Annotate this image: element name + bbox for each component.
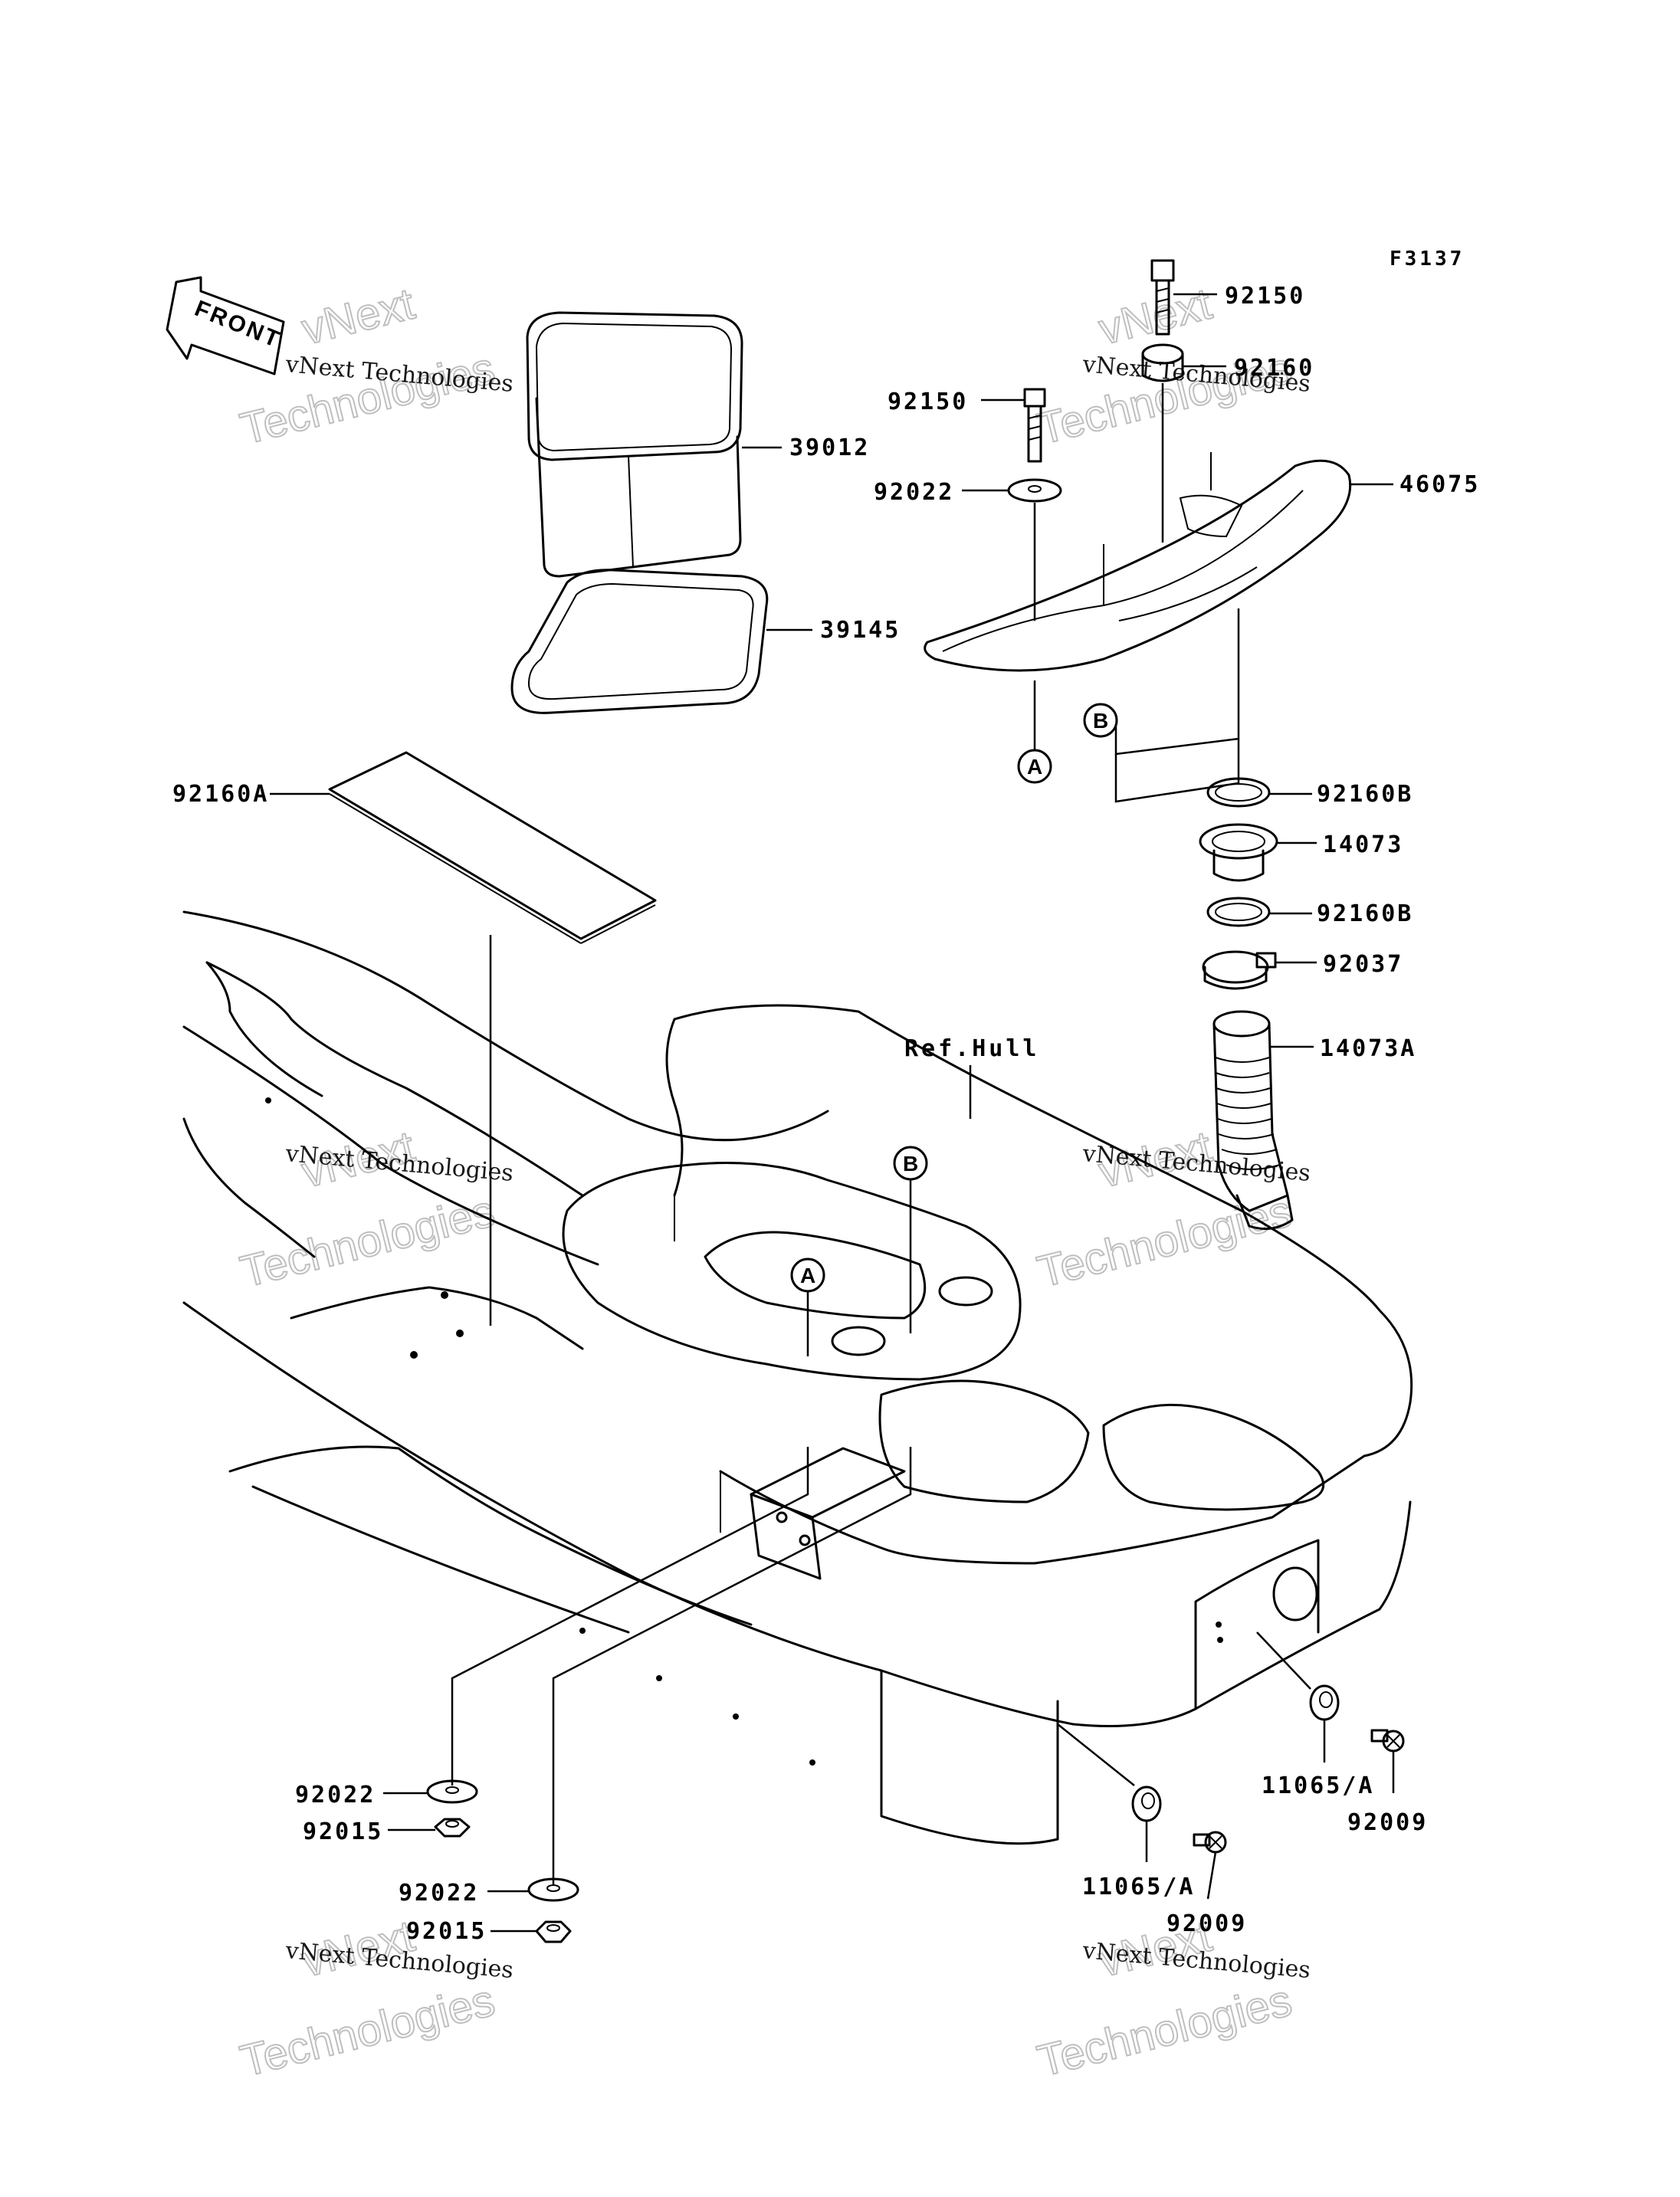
watermark-word-vnext: vNext xyxy=(1094,279,1216,355)
nut-92015-b xyxy=(535,1920,572,1943)
oring-92160B-lower xyxy=(1206,897,1271,927)
washer-92022-upper xyxy=(1007,478,1062,503)
part-label-39012: 39012 xyxy=(789,434,870,461)
figure-code: F3137 xyxy=(1390,248,1465,271)
oring-92160B-upper xyxy=(1206,777,1271,808)
part-label-92022-upper: 92022 xyxy=(874,479,954,506)
part-label-92150-top: 92150 xyxy=(1225,283,1305,310)
gasket-39145 xyxy=(510,569,769,714)
ref-hull-label: Ref.Hull xyxy=(904,1035,1040,1062)
callout-a-upper: A xyxy=(1017,749,1052,784)
nut-92015-a xyxy=(434,1818,471,1838)
part-label-92160-top: 92160 xyxy=(1234,355,1314,382)
washer-92022-a xyxy=(426,1779,478,1804)
callout-b-hull: B xyxy=(893,1146,928,1181)
screw-92009-right xyxy=(1370,1729,1405,1753)
watermark-bottom-right: vNext Technologies vNext Technologies xyxy=(1032,1910,1311,2087)
duct-14073A xyxy=(1212,1010,1294,1231)
watermark-word-technologies: Technologies xyxy=(1032,1186,1296,1297)
watermark-word-technologies: Technologies xyxy=(235,1186,499,1297)
part-label-92015-a: 92015 xyxy=(303,1818,383,1845)
callout-a-upper-letter: A xyxy=(1027,755,1042,779)
front-arrow-icon: FRONT xyxy=(166,276,285,375)
part-label-46075: 46075 xyxy=(1399,471,1480,498)
hull-body xyxy=(182,910,1413,1845)
part-label-14073: 14073 xyxy=(1323,831,1403,858)
watermark-word-vnext: vNext xyxy=(297,279,419,355)
watermark-word-technologies: Technologies xyxy=(1032,1976,1296,2087)
callout-b-upper-letter: B xyxy=(1093,709,1108,733)
pad-92160A xyxy=(328,751,657,944)
clamp-92037 xyxy=(1202,950,1277,990)
part-label-92160A: 92160A xyxy=(172,781,269,808)
washer-92022-b xyxy=(527,1877,579,1902)
part-label-92022-a: 92022 xyxy=(295,1782,376,1808)
screw-92009-bottom xyxy=(1193,1831,1227,1854)
callout-b-hull-letter: B xyxy=(903,1152,918,1176)
part-label-92150-left: 92150 xyxy=(888,389,968,415)
part-label-11065-bottom: 11065/A xyxy=(1082,1874,1195,1900)
part-label-92009-right: 92009 xyxy=(1347,1809,1428,1836)
cap-11065-bottom xyxy=(1131,1785,1162,1822)
cap-11065-right xyxy=(1309,1684,1340,1721)
part-label-39145: 39145 xyxy=(820,617,901,644)
handle-46075 xyxy=(924,452,1352,672)
bolt-92150-top xyxy=(1150,259,1175,336)
part-label-92015-b: 92015 xyxy=(406,1918,487,1945)
part-label-14073A: 14073A xyxy=(1320,1035,1416,1062)
part-label-92037: 92037 xyxy=(1323,951,1403,978)
part-label-92009-bottom: 92009 xyxy=(1166,1910,1247,1937)
part-label-92160B-lower: 92160B xyxy=(1317,900,1413,927)
callout-a-hull-letter: A xyxy=(800,1264,815,1287)
callout-a-hull: A xyxy=(790,1258,825,1293)
fitting-14073 xyxy=(1199,823,1278,882)
watermark-mid-right: vNext Technologies vNext Technologies xyxy=(1032,1121,1311,1298)
storage-bin-39012 xyxy=(526,311,743,578)
part-label-92160B-upper: 92160B xyxy=(1317,781,1413,808)
watermark-word-technologies: Technologies xyxy=(235,1976,499,2087)
watermark-mid-left: vNext Technologies vNext Technologies xyxy=(235,1121,514,1298)
watermark-top-left: vNext Technologies vNext Technologies xyxy=(235,278,514,455)
spacer-92160 xyxy=(1141,343,1184,382)
part-label-92022-b: 92022 xyxy=(399,1880,479,1907)
part-label-11065-right: 11065/A xyxy=(1262,1772,1374,1799)
callout-b-upper: B xyxy=(1083,703,1118,738)
bolt-92150-left xyxy=(1023,388,1046,463)
